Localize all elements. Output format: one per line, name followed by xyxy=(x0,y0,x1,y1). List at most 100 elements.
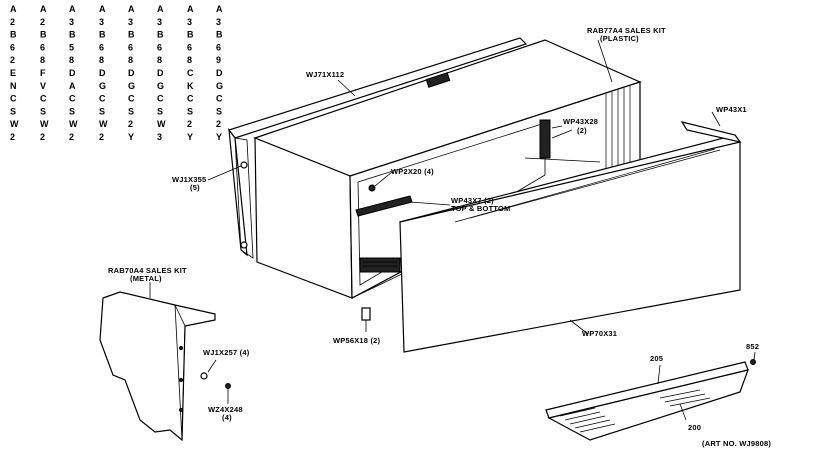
model-column-char: 3 xyxy=(157,17,162,27)
model-column-char: 2 xyxy=(10,17,15,27)
label-wp2x20: WP2X20 (4) xyxy=(391,167,434,176)
grille-assembly xyxy=(545,361,749,441)
label-rab70a4-sub: (METAL) xyxy=(130,274,162,283)
top-handle-icon xyxy=(425,72,451,88)
model-column-char: 8 xyxy=(128,55,133,65)
screw-852 xyxy=(750,351,756,365)
model-column-char: B xyxy=(128,30,135,40)
model-column-char: W xyxy=(157,119,166,129)
channel-wp43x28 xyxy=(524,119,601,163)
model-column-char: G xyxy=(128,81,135,91)
label-wp43x28: WP43X28 xyxy=(563,117,598,126)
model-column-char: W xyxy=(99,119,108,129)
model-column-char: A xyxy=(216,4,223,14)
model-column-char: C xyxy=(99,94,106,104)
front-panel-wp70x31 xyxy=(399,121,742,353)
model-column-char: C xyxy=(128,94,135,104)
label-852: 852 xyxy=(746,342,759,351)
model-column-char: A xyxy=(40,4,47,14)
model-column-char: 3 xyxy=(69,17,74,27)
model-column-char: A xyxy=(69,81,76,91)
label-rab70a4-title: RAB70A4 SALES KIT xyxy=(108,266,187,275)
model-column-char: F xyxy=(40,68,46,78)
grille-slots xyxy=(559,389,711,433)
model-column-char: 8 xyxy=(187,55,192,65)
model-column-char: Y xyxy=(187,132,193,142)
model-column-char: 8 xyxy=(69,55,74,65)
model-column-char: D xyxy=(216,68,223,78)
model-column-char: 6 xyxy=(216,42,221,52)
model-column-char: D xyxy=(99,68,106,78)
model-column-char: 9 xyxy=(216,55,221,65)
model-column-char: K xyxy=(187,81,194,91)
bracket-rab70a4 xyxy=(99,291,216,442)
model-column-char: G xyxy=(99,81,106,91)
label-rab77a4-title: RAB77A4 SALES KIT xyxy=(587,26,666,35)
model-column-char: A xyxy=(157,4,164,14)
model-column-char: 5 xyxy=(69,42,74,52)
model-column-char: 8 xyxy=(99,55,104,65)
label-wj1x257: WJ1X257 (4) xyxy=(203,348,250,357)
label-wp70x31: WP70X31 xyxy=(582,329,617,338)
model-column-char: 3 xyxy=(216,17,221,27)
clip-wp56x18 xyxy=(361,307,371,332)
model-column-char: S xyxy=(157,106,163,116)
screw-wp2x20 xyxy=(368,171,393,192)
screw-wj1x257 xyxy=(200,359,217,380)
model-column-char: B xyxy=(216,30,223,40)
label-205: 205 xyxy=(650,354,663,363)
model-column-char: 6 xyxy=(99,42,104,52)
model-number-columns: A2B62ENCSW2A2B68FVCSW2A3B58DACSW2A3B68DG… xyxy=(10,4,223,142)
model-column-char: W xyxy=(10,119,19,129)
model-column-char: W xyxy=(40,119,49,129)
model-column-char: C xyxy=(216,94,223,104)
rail-wp43x7 xyxy=(355,195,451,217)
model-column-char: 2 xyxy=(69,132,74,142)
model-column-char: B xyxy=(157,30,164,40)
model-column-char: 8 xyxy=(157,55,162,65)
model-column-char: 2 xyxy=(187,119,192,129)
model-column-char: B xyxy=(40,30,47,40)
model-column-char: S xyxy=(10,106,16,116)
model-column-char: 2 xyxy=(10,55,15,65)
screw-wz4x248 xyxy=(225,383,231,404)
model-column-char: S xyxy=(99,106,105,116)
model-column-char: 2 xyxy=(99,132,104,142)
front-panel-strip xyxy=(454,148,721,223)
model-column-char: 8 xyxy=(40,55,45,65)
model-column-char: D xyxy=(157,68,164,78)
label-wp43x7-sub: TOP & BOTTOM xyxy=(451,204,511,213)
label-wj1x355-qty: (5) xyxy=(190,183,200,192)
model-column-char: A xyxy=(69,4,76,14)
model-column-char: W xyxy=(69,119,78,129)
label-wp43x28-qty: (2) xyxy=(577,126,587,135)
label-wj71x112: WJ71X112 xyxy=(306,70,344,79)
model-column-char: C xyxy=(69,94,76,104)
model-column-char: A xyxy=(128,4,135,14)
model-column-char: S xyxy=(128,106,134,116)
model-column-char: 2 xyxy=(40,132,45,142)
model-column-char: 6 xyxy=(187,42,192,52)
model-column-char: D xyxy=(128,68,135,78)
model-column-char: A xyxy=(99,4,106,14)
model-column-char: 2 xyxy=(40,17,45,27)
label-wp43x1: WP43X1 xyxy=(716,105,747,114)
model-column-char: G xyxy=(157,81,164,91)
label-wp56x18: WP56X18 (2) xyxy=(333,336,381,345)
model-column-char: C xyxy=(187,68,194,78)
model-column-char: B xyxy=(99,30,106,40)
model-column-char: 6 xyxy=(128,42,133,52)
model-column-char: A xyxy=(187,4,194,14)
model-column-char: S xyxy=(216,106,222,116)
model-column-char: 3 xyxy=(187,17,192,27)
model-column-char: Y xyxy=(216,132,222,142)
label-wz4x248: WZ4X248 xyxy=(208,405,243,414)
model-column-char: B xyxy=(187,30,194,40)
model-column-char: N xyxy=(10,81,17,91)
model-column-char: 3 xyxy=(128,17,133,27)
label-wj1x355: WJ1X355 xyxy=(172,175,206,184)
model-column-char: 2 xyxy=(10,132,15,142)
model-column-char: E xyxy=(10,68,16,78)
model-column-char: B xyxy=(69,30,76,40)
